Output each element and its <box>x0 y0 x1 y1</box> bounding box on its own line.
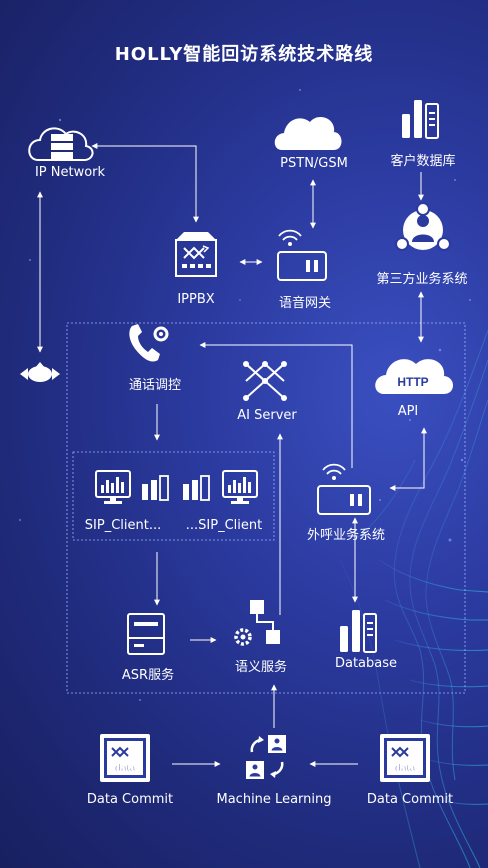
data-commit-icon-right: data <box>380 734 430 782</box>
label-sip-client-1: SIP_Client... <box>84 518 162 533</box>
page-title: HOLLY智能回访系统技术路线 <box>114 44 374 65</box>
cloud-server-icon <box>28 127 94 161</box>
http-cloud-icon: HTTP <box>375 359 453 394</box>
edge-ipnetwork-ippbx <box>91 143 199 223</box>
label-data-commit-left: Data Commit <box>86 792 174 807</box>
server-bars-icon-2 <box>183 475 210 501</box>
label-customer-db: 客户数据库 <box>390 154 456 169</box>
database-bars-icon <box>402 100 439 139</box>
network-people-icon <box>395 202 451 251</box>
label-ai-server: AI Server <box>237 408 297 423</box>
asr-server-icon <box>127 613 165 655</box>
label-api: API <box>397 404 419 419</box>
semantic-flow-icon <box>234 600 280 646</box>
edge-api-outbound <box>389 427 427 491</box>
http-icon-text: HTTP <box>397 375 428 389</box>
phone-settings-icon <box>129 324 169 362</box>
ai-network-icon <box>243 361 287 401</box>
particles <box>19 89 471 701</box>
label-call-control: 通话调控 <box>128 378 181 393</box>
database-icon <box>340 610 377 653</box>
label-voice-gateway: 语音网关 <box>278 296 331 311</box>
machine-learning-icon <box>246 735 286 779</box>
gateway-router-icon <box>277 229 327 281</box>
label-ippbx: IPPBX <box>177 292 215 307</box>
label-ip-network: IP Network <box>34 165 106 180</box>
face-wireframe <box>339 329 488 868</box>
monitor-chart-icon-2 <box>222 470 258 504</box>
label-machine-learning: Machine Learning <box>216 792 332 807</box>
router-arrows-icon <box>20 362 60 382</box>
sip-client-group-boundary <box>72 451 275 541</box>
label-database: Database <box>334 656 398 671</box>
monitor-chart-icon <box>95 470 131 504</box>
label-asr-service: ASR服务 <box>121 668 175 683</box>
data-icon-text-left: data <box>115 763 136 774</box>
ippbx-switch-icon <box>175 232 217 277</box>
data-icon-text-right: data <box>395 763 416 774</box>
label-sip-client-2: ...SIP_Client <box>185 518 263 533</box>
server-bars-icon-1 <box>142 475 169 501</box>
cloud-icon <box>274 117 342 150</box>
label-semantic-service: 语义服务 <box>234 660 287 675</box>
edge-outbound-callcontrol <box>199 342 353 468</box>
label-pstn-gsm: PSTN/GSM <box>280 156 348 171</box>
data-commit-icon-left: data <box>100 734 150 782</box>
label-third-party-system: 第三方业务系统 <box>376 272 468 287</box>
label-data-commit-right: Data Commit <box>366 792 454 807</box>
outbound-router-icon <box>317 463 371 515</box>
label-outbound-system: 外呼业务系统 <box>306 528 385 543</box>
